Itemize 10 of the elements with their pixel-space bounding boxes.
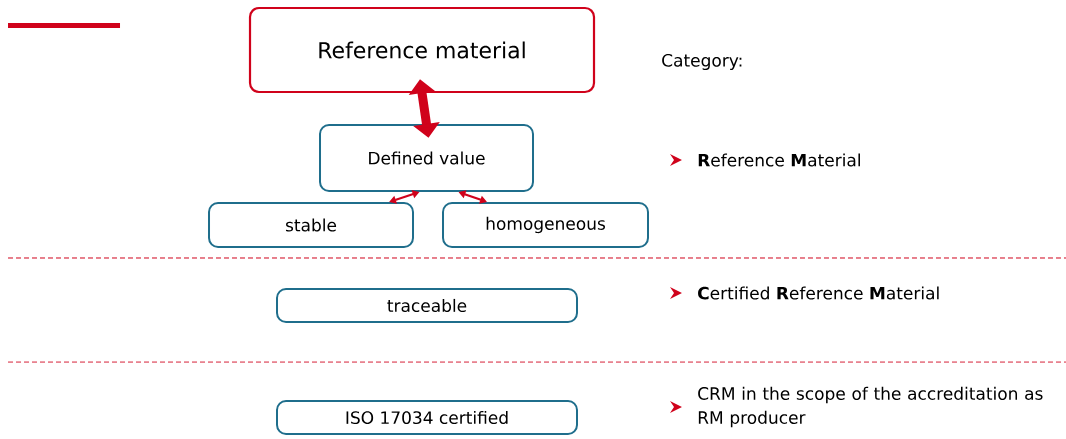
property-box: homogeneous	[442, 202, 649, 248]
property-box: traceable	[276, 288, 578, 323]
bullet-text: Reference Material	[698, 153, 860, 167]
property-box: stable	[208, 202, 414, 248]
bullet-text: Certified Reference Material	[698, 286, 939, 300]
bullet-text: CRM in the scope of the accreditation as RM producer	[698, 386, 1043, 428]
title-box: Reference material	[248, 6, 596, 94]
category-heading: Category:	[662, 53, 742, 71]
property-box: Defined value	[319, 124, 534, 192]
property-box: ISO 17034 certified	[276, 400, 578, 435]
